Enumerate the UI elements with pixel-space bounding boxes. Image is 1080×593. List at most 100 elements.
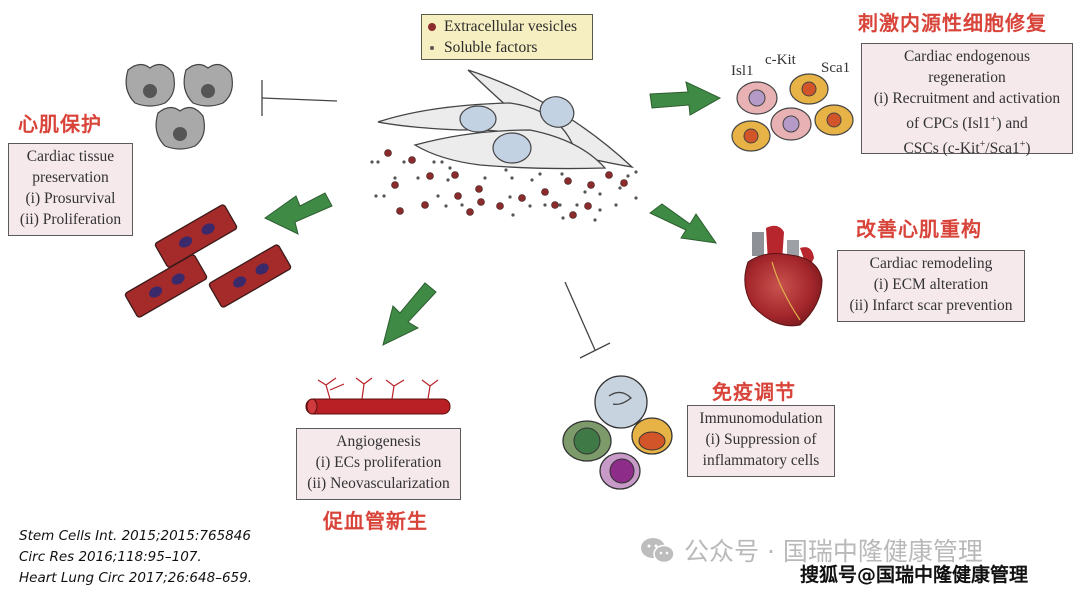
extracellular-vesicle <box>605 171 613 179</box>
immunomodulation-box: Immunomodulation (i) Suppression of infl… <box>687 405 835 477</box>
inhibit-symbol-left <box>261 80 338 116</box>
extracellular-vesicle <box>408 156 416 164</box>
box-line: CSCs (c-Kit+/Sca1+) <box>903 139 1031 158</box>
reference-item: Heart Lung Circ 2017;26:648–659. <box>19 570 253 586</box>
box-line: Angiogenesis <box>336 433 421 450</box>
soluble-factor <box>528 204 532 208</box>
marker-c-kit: c-Kit <box>765 52 796 68</box>
box-line: (ii) Neovascularization <box>307 475 450 492</box>
soluble-factor <box>593 218 597 222</box>
arrow-to-remodeling <box>649 203 718 244</box>
soluble-factor <box>626 174 630 178</box>
legend-label: Extracellular vesicles <box>444 18 577 35</box>
box-line: (i) Prosurvival <box>25 190 116 207</box>
soluble-factor <box>444 204 448 208</box>
box-line: Cardiac endogenous <box>903 48 1031 65</box>
soluble-factor <box>560 172 564 176</box>
blood-vessel <box>305 377 451 415</box>
soluble-factor <box>504 168 508 172</box>
soluble-factor <box>416 176 420 180</box>
extracellular-vesicle <box>518 194 526 202</box>
soluble-factor <box>558 203 562 207</box>
soluble-factor <box>483 176 487 180</box>
legend-item-extracellular-vesicles: Extracellular vesicles <box>428 16 586 37</box>
inhibit-symbol-bottom <box>564 281 611 359</box>
protection-title: 心肌保护 <box>18 112 102 136</box>
soluble-factor <box>561 216 565 220</box>
box-line: Immunomodulation <box>699 410 823 427</box>
soluble-factor <box>575 203 579 207</box>
extracellular-vesicle <box>584 202 592 210</box>
soluble-factor <box>543 203 547 207</box>
immunomodulation-title: 免疫调节 <box>712 380 796 404</box>
soluble-factor <box>382 194 386 198</box>
soluble-factor <box>402 160 406 164</box>
extracellular-vesicle <box>396 207 404 215</box>
wechat-icon <box>641 538 675 564</box>
arrow-to-regeneration <box>649 81 722 116</box>
soluble-factor <box>446 178 450 182</box>
regeneration-box: Cardiac endogenous regeneration (i) Recr… <box>861 43 1073 157</box>
soluble-factor <box>530 178 534 182</box>
extracellular-vesicle <box>620 179 628 187</box>
extracellular-vesicle <box>454 192 462 200</box>
soluble-factor <box>370 160 374 164</box>
box-line: (i) ECM alteration <box>873 276 989 293</box>
wechat-watermark: 公众号 · 国瑞中隆健康管理 <box>640 532 983 568</box>
box-line: regeneration <box>928 69 1006 86</box>
soluble-factor <box>448 166 452 170</box>
secreted-particles <box>370 149 638 222</box>
mesenchymal-stem-cells <box>377 69 635 170</box>
extracellular-vesicle <box>391 181 399 189</box>
extracellular-vesicle <box>477 198 485 206</box>
soluble-factor <box>598 208 602 212</box>
sohu-watermark: 搜狐号@国瑞中隆健康管理 <box>800 564 1029 586</box>
soluble-factor <box>598 192 602 196</box>
box-line: Cardiac tissue <box>26 148 115 165</box>
box-line: preservation <box>32 169 109 186</box>
soluble-factor <box>618 186 622 190</box>
soluble-factor <box>376 160 380 164</box>
soluble-factor <box>510 176 514 180</box>
cardiomyocytes <box>124 204 292 318</box>
box-line: of CPCs (Isl1+) and <box>906 114 1028 133</box>
extracellular-vesicle <box>475 185 483 193</box>
arrow-to-angiogenesis <box>382 282 437 346</box>
extracellular-vesicle <box>541 188 549 196</box>
extracellular-vesicle <box>569 211 577 219</box>
soluble-factor <box>440 160 444 164</box>
box-line: (ii) Infarct scar prevention <box>849 297 1013 314</box>
soluble-factor <box>436 194 440 198</box>
box-line: inflammatory cells <box>702 452 820 469</box>
soluble-factor <box>511 213 515 217</box>
legend-item-soluble-factors: Soluble factors <box>428 37 586 58</box>
soluble-factor <box>634 196 638 200</box>
marker-isl1: Isl1 <box>731 63 754 79</box>
remodeling-box: Cardiac remodeling (i) ECM alteration (i… <box>837 250 1025 322</box>
extracellular-vesicle <box>451 171 459 179</box>
angiogenesis-title: 促血管新生 <box>323 509 428 533</box>
references: Stem Cells Int. 2015;2015:765846 Circ Re… <box>19 526 252 589</box>
legend: Extracellular vesicles Soluble factors <box>421 14 593 60</box>
apoptotic-cells <box>125 63 233 150</box>
regeneration-title: 刺激内源性细胞修复 <box>858 11 1047 35</box>
arrow-to-protection <box>264 192 333 235</box>
extracellular-vesicle <box>466 208 474 216</box>
extracellular-vesicle <box>384 149 392 157</box>
legend-label: Soluble factors <box>444 39 538 56</box>
extracellular-vesicle <box>587 181 595 189</box>
angiogenesis-box: Angiogenesis (i) ECs proliferation (ii) … <box>296 428 461 500</box>
extracellular-vesicle <box>421 201 429 209</box>
box-line: Cardiac remodeling <box>869 255 993 272</box>
soluble-factor <box>508 195 512 199</box>
vesicle-dot-icon <box>428 22 436 31</box>
extracellular-vesicle <box>551 201 559 209</box>
soluble-factor <box>432 160 436 164</box>
box-line: (i) Suppression of <box>705 431 817 448</box>
soluble-factor <box>538 172 542 176</box>
remodeling-title: 改善心肌重构 <box>856 217 982 241</box>
box-line: (ii) Proliferation <box>19 211 122 228</box>
extracellular-vesicle <box>496 202 504 210</box>
soluble-factor-dot-icon <box>430 45 434 50</box>
